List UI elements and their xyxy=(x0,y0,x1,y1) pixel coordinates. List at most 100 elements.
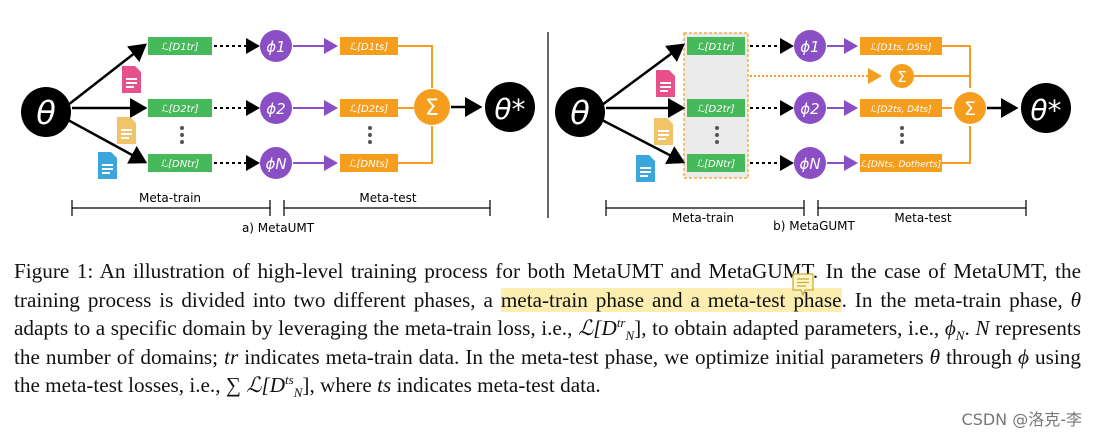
test-loss-box-1 xyxy=(860,37,942,55)
theta-label: θ xyxy=(570,94,590,132)
theta-star-node xyxy=(1021,83,1071,133)
document-icon-pink xyxy=(656,70,675,97)
caption-text: , to obtain adapted parameters, i.e., xyxy=(641,316,945,340)
caption-text: , where xyxy=(309,373,378,397)
watermark: CSDN @洛克-李 xyxy=(961,410,1082,429)
phi-node-1 xyxy=(794,30,826,62)
sum-label: Σ xyxy=(425,96,439,121)
panel-subtitle: b) MetaGUMT xyxy=(773,219,855,233)
test-loss-label-n: ℒ[DNts] xyxy=(349,159,388,170)
phi-label-n: ϕN xyxy=(799,155,820,173)
orange-connector-1 xyxy=(398,45,433,88)
caption-text: using the meta-test losses, i.e., xyxy=(14,344,1081,398)
meta-test-label: Meta-test xyxy=(359,191,416,205)
phi-label-2: ϕ2 xyxy=(266,100,285,118)
math-part: ] xyxy=(302,373,310,397)
train-loss-label-2: ℒ[D2tr] xyxy=(697,104,734,115)
math-sub: N xyxy=(625,328,635,344)
test-loss-label-1: ℒ[D1ts] xyxy=(350,42,388,53)
caption-text: indicates meta-test data. xyxy=(391,373,601,397)
document-icon-blue xyxy=(636,155,655,182)
theta-node xyxy=(21,87,71,137)
phi-label-1: ϕ1 xyxy=(266,38,285,56)
math-tr: tr xyxy=(224,344,239,369)
orange-connector-1 xyxy=(942,45,971,88)
phi-label-1: ϕ1 xyxy=(800,38,819,56)
train-loss-label-n: ℒ[DNtr] xyxy=(161,159,199,170)
train-loss-label-2: ℒ[D2tr] xyxy=(161,104,198,115)
meta-train-bracket xyxy=(605,200,805,216)
figure-caption: Figure 1: An illustration of high-level … xyxy=(14,257,1081,400)
train-loss-label-1: ℒ[D1tr] xyxy=(161,42,198,53)
meta-test-bracket xyxy=(283,200,491,216)
train-loss-box-n xyxy=(687,154,745,172)
ellipsis-dots xyxy=(715,126,719,144)
theta-star-node xyxy=(485,82,535,132)
theta-star-label: θ* xyxy=(1030,94,1061,127)
train-loss-box-1 xyxy=(687,37,745,55)
test-loss-label-1: ℒ[D1ts, D5ts] xyxy=(871,43,932,53)
math-sup: ts xyxy=(285,371,294,387)
train-loss-label-1: ℒ[D1tr] xyxy=(697,42,734,53)
ellipsis-dots-test xyxy=(900,126,904,144)
inner-sum-node xyxy=(890,64,914,88)
figure-diagram: θ ℒ[D1tr] ℒ[D2tr] ℒ[DNtr] ϕ1 ϕ2 ϕN xyxy=(21,30,1071,235)
caption-text: Figure 1: An illustration of high-level … xyxy=(14,259,1081,312)
math-sub: N xyxy=(955,328,965,344)
math-part: ℒ[D xyxy=(246,373,286,397)
math-meta-test-loss: ∑ ℒ[DtsN] xyxy=(225,371,310,401)
math-n: N xyxy=(975,316,990,340)
math-phi-n: ϕN xyxy=(944,316,965,344)
sum-node xyxy=(414,89,450,125)
phi-node-2 xyxy=(260,92,292,124)
meta-train-bracket xyxy=(71,200,271,216)
panel-subtitle: a) MetaUMT xyxy=(242,221,315,235)
math-phi: ϕ xyxy=(1018,344,1030,369)
test-loss-label-2: ℒ[D2ts, D4ts] xyxy=(871,105,932,115)
meta-train-label: Meta-train xyxy=(672,211,734,225)
arrow-theta-to-dn xyxy=(67,118,148,164)
document-icon-blue xyxy=(98,152,117,179)
caption-text: represents the number of domains; xyxy=(14,316,1082,369)
theta-star-label: θ* xyxy=(494,93,525,126)
phi-node-n xyxy=(260,147,292,179)
sum-node xyxy=(954,92,986,124)
test-loss-box-2 xyxy=(340,99,398,117)
train-loss-box-2 xyxy=(687,99,745,117)
math-meta-train-loss: ℒ[DtrN] xyxy=(578,316,642,344)
math-theta: θ xyxy=(1070,287,1082,312)
meta-train-label: Meta-train xyxy=(139,191,201,205)
math-theta: θ xyxy=(929,344,941,369)
test-loss-box-n xyxy=(340,154,398,172)
meta-test-bracket xyxy=(817,200,1027,216)
math-part: ∑ xyxy=(225,373,241,397)
arrow-theta-to-d1 xyxy=(601,43,686,107)
sum-label: Σ xyxy=(964,98,976,120)
test-loss-label-2: ℒ[D2ts] xyxy=(350,104,388,115)
document-icon-yellow xyxy=(654,118,673,145)
math-sub: N xyxy=(293,385,303,401)
orange-connector-n xyxy=(942,126,971,164)
meta-test-label: Meta-test xyxy=(894,211,951,225)
train-loss-box-2 xyxy=(148,99,212,117)
theta-node xyxy=(555,87,605,137)
document-icon-yellow xyxy=(117,117,136,144)
arrow-theta-to-dn xyxy=(601,118,686,164)
caption-highlight[interactable]: meta-train phase and a meta-test phase xyxy=(500,287,842,312)
panel-metagumt: θ ℒ[D1tr] ℒ[D2tr] ℒ[DNtr] ϕ1 ϕ2 ϕN ℒ[D1t… xyxy=(555,30,1071,233)
phi-label-n: ϕN xyxy=(265,155,286,173)
train-loss-label-n: ℒ[DNtr] xyxy=(697,159,735,170)
phi-node-n xyxy=(794,147,826,179)
caption-text: . In the meta-train phase, xyxy=(841,287,1071,312)
math-ts: ts xyxy=(377,373,392,397)
test-loss-box-1 xyxy=(340,37,398,55)
ellipsis-dots xyxy=(180,126,184,144)
phi-label-2: ϕ2 xyxy=(800,100,819,118)
theta-label: θ xyxy=(36,94,56,132)
math-part: ϕ xyxy=(944,316,956,340)
math-part: ] xyxy=(634,316,642,340)
train-loss-box-n xyxy=(148,154,212,172)
train-loss-box-1 xyxy=(148,37,212,55)
comment-note-icon[interactable] xyxy=(791,272,815,298)
caption-text: adapts to a specific domain by leveragin… xyxy=(14,316,578,340)
